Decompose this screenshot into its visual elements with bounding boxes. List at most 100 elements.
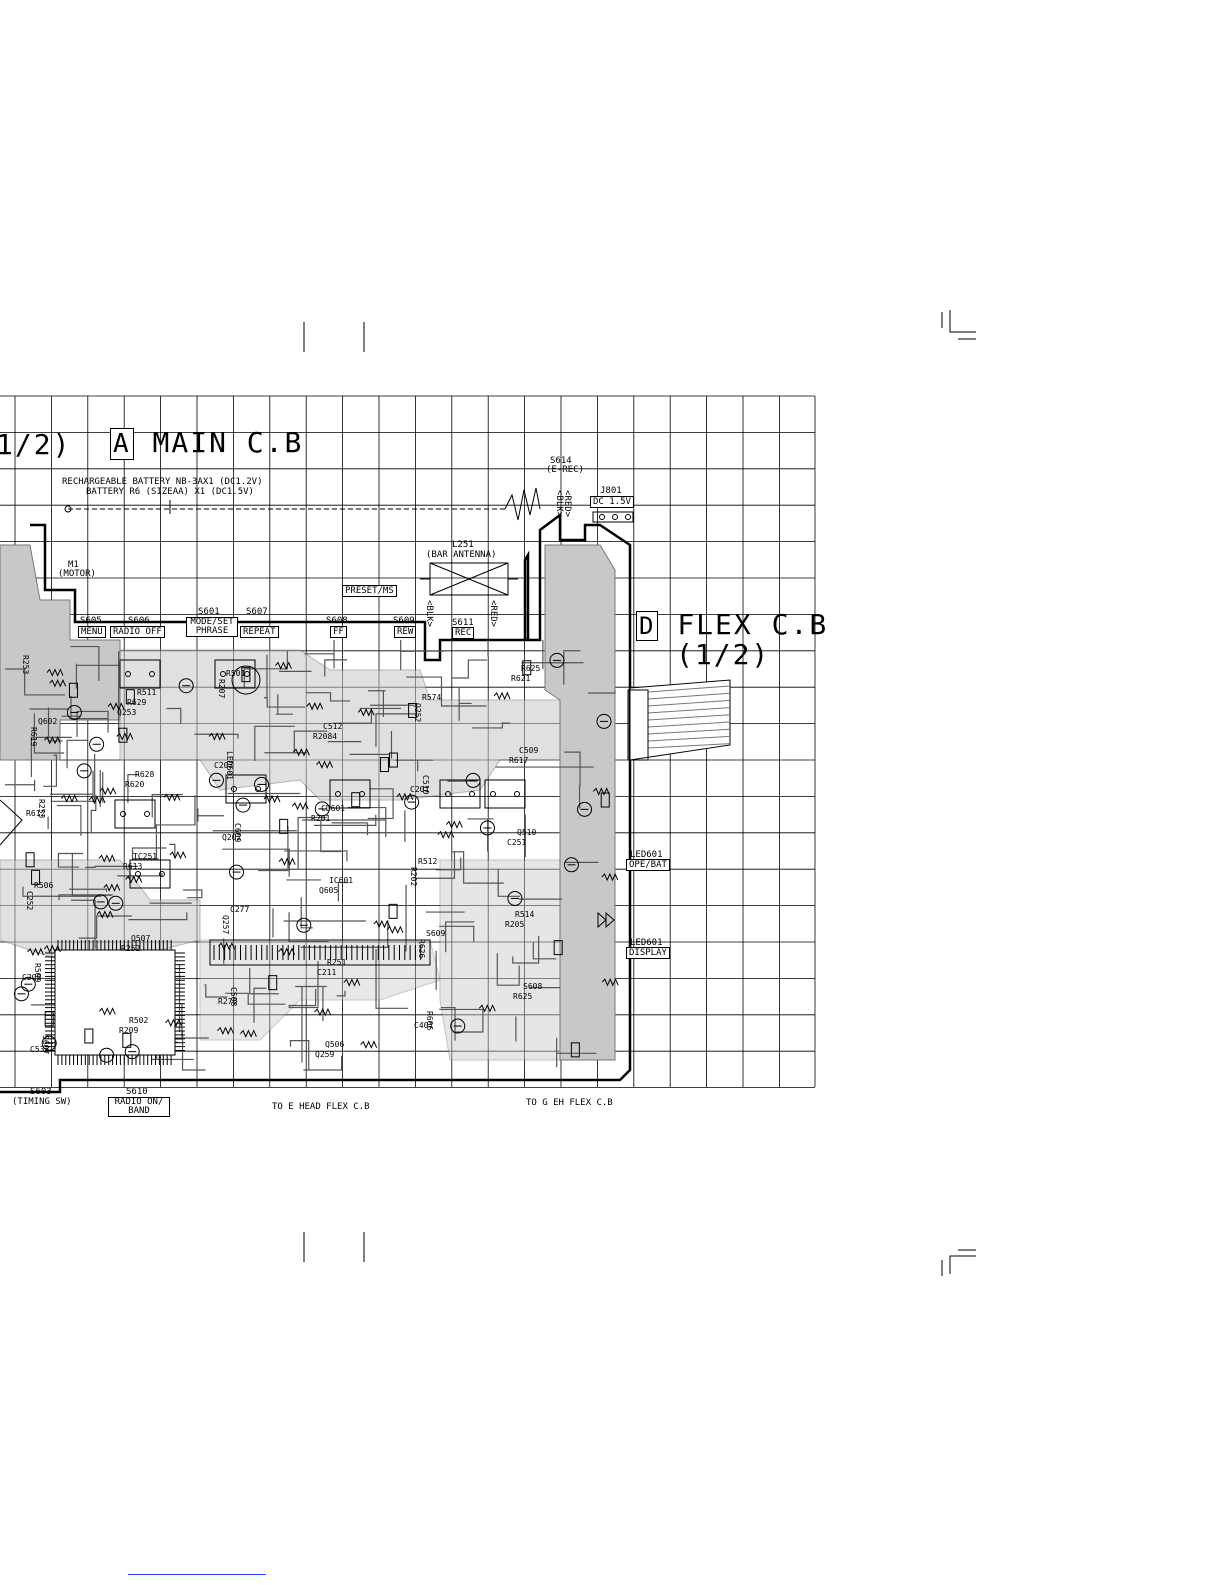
component-ref: C277 bbox=[230, 905, 250, 914]
main-board-part-partial: 1/2) bbox=[0, 428, 72, 461]
antenna-ref: L251 bbox=[452, 540, 474, 550]
component-ref: C512 bbox=[323, 722, 343, 731]
component-ref: R619 bbox=[29, 727, 38, 747]
switch-s601-ref: S601 bbox=[198, 607, 220, 617]
component-ref: R253 bbox=[21, 655, 30, 675]
switch-s611-label: REC bbox=[452, 627, 475, 639]
component-ref: Q506 bbox=[325, 1040, 345, 1049]
component-ref: R606 bbox=[425, 1011, 434, 1031]
component-ref: R626 bbox=[417, 939, 426, 959]
component-ref: S608 bbox=[523, 982, 543, 991]
component-ref: R511 bbox=[137, 688, 157, 697]
switch-s610-label: RADIO ON/ BAND bbox=[108, 1097, 170, 1117]
component-ref: TC251 bbox=[133, 852, 158, 861]
switch-s614-ref: S614 bbox=[550, 456, 572, 466]
component-ref: R621 bbox=[511, 674, 531, 683]
component-ref: R209 bbox=[119, 1026, 139, 1035]
switch-s610-ref: S610 bbox=[126, 1087, 148, 1097]
component-ref: Q507 bbox=[131, 934, 151, 943]
component-ref: R2084 bbox=[313, 732, 338, 741]
component-ref: C211 bbox=[317, 968, 337, 977]
bar-antenna bbox=[420, 562, 518, 596]
component-ref: Q605 bbox=[319, 886, 339, 895]
component-ref: R253 bbox=[37, 799, 46, 819]
switch-s605-label: MENU bbox=[78, 626, 106, 638]
main-board-name: MAIN C.B bbox=[152, 426, 304, 459]
flex-board-name: FLEX C.B bbox=[677, 608, 829, 641]
component-ref: R514 bbox=[515, 910, 535, 919]
antenna-label: (BAR ANTENNA) bbox=[426, 550, 497, 560]
component-ref: R205 bbox=[505, 920, 525, 929]
switch-s607-label: REPEAT bbox=[240, 626, 279, 638]
component-ref: R512 bbox=[418, 857, 438, 866]
component-ref: C510 bbox=[421, 775, 430, 795]
motor-label: (MOTOR) bbox=[58, 569, 96, 579]
component-ref: R617 bbox=[509, 756, 529, 765]
component-ref: Q510 bbox=[517, 828, 537, 837]
jack-label: DC 1.5V bbox=[590, 496, 634, 508]
component-ref: R629 bbox=[127, 698, 147, 707]
wire-tag-3: <RED> bbox=[562, 490, 572, 518]
component-ref: R625 bbox=[521, 664, 541, 673]
switch-s609-label: REW bbox=[394, 626, 417, 638]
component-ref: R252 bbox=[121, 944, 141, 953]
component-ref: LED601 bbox=[225, 751, 234, 780]
component-ref: S609 bbox=[426, 929, 446, 938]
main-board-title: A MAIN C.B bbox=[110, 426, 304, 460]
component-ref: C509 bbox=[519, 746, 539, 755]
switch-s606-ref: S606 bbox=[128, 616, 150, 626]
switch-s608-ref: S608 bbox=[326, 616, 348, 626]
component-ref: R207 bbox=[217, 679, 226, 699]
component-ref: C609 bbox=[233, 823, 242, 843]
led-2-label: DISPLAY bbox=[626, 947, 670, 959]
component-ref: R620 bbox=[125, 780, 145, 789]
component-ref: C533 bbox=[30, 1045, 50, 1054]
flex-cable bbox=[627, 679, 731, 761]
switch-s607-ref: S607 bbox=[246, 607, 268, 617]
component-ref: R628 bbox=[135, 770, 155, 779]
switch-s614-label: (E-REC) bbox=[546, 465, 584, 475]
connector-eh-flex: TO G EH FLEX C.B bbox=[526, 1098, 613, 1108]
component-ref: R501 bbox=[226, 669, 246, 678]
footer-link-underline[interactable] bbox=[128, 1574, 266, 1575]
component-ref: R201 bbox=[311, 814, 331, 823]
component-ref: Q202 bbox=[222, 833, 242, 842]
battery-line-1: RECHARGEABLE BATTERY NB-3AX1 (DC1.2V) bbox=[62, 477, 263, 487]
switch-s609-ref: S609 bbox=[393, 616, 415, 626]
switch-s605-ref: S605 bbox=[80, 616, 102, 626]
component-ref: IC601 bbox=[329, 876, 354, 885]
component-ref: R270 bbox=[218, 997, 238, 1006]
wire-tag-1: <BLK> bbox=[424, 600, 434, 628]
component-ref: Q252 bbox=[413, 703, 422, 723]
board-outline bbox=[0, 512, 632, 1094]
flex-board-letter: D bbox=[636, 611, 659, 641]
component-ref: C251 bbox=[507, 838, 527, 847]
battery-wiring bbox=[64, 487, 634, 523]
connector-head-flex: TO E HEAD FLEX C.B bbox=[272, 1102, 370, 1112]
led-1-label: OPE/BAT bbox=[626, 859, 670, 871]
preset-label: PRESET/MS bbox=[342, 585, 397, 597]
wire-tag-4: <BLK> bbox=[554, 490, 564, 518]
component-ref: C209 bbox=[22, 973, 42, 982]
switch-s608-label: FF bbox=[330, 626, 347, 638]
component-ref: S607 bbox=[41, 1035, 50, 1055]
component-ref: R506 bbox=[34, 881, 54, 890]
led-2-ref: LED601 bbox=[630, 938, 663, 948]
component-ref: R502 bbox=[129, 1016, 149, 1025]
component-ref: C252 bbox=[25, 891, 34, 911]
switch-s603-ref: S603 bbox=[30, 1087, 52, 1097]
component-ref: C508 bbox=[229, 987, 238, 1007]
component-ref: R202 bbox=[409, 867, 418, 887]
switch-s606-label: RADIO OFF bbox=[110, 626, 165, 638]
component-ref: C401 bbox=[414, 1021, 434, 1030]
motor-ref: M1 bbox=[68, 560, 79, 570]
flex-board-part: (1/2) bbox=[676, 638, 771, 671]
led-1-ref: LED601 bbox=[630, 850, 663, 860]
battery-line-2: BATTERY R6 (SIZEAA) X1 (DC1.5V) bbox=[86, 487, 254, 497]
component-symbols bbox=[13, 652, 619, 1063]
component-ref: Q253 bbox=[117, 708, 137, 717]
switch-s611-ref: S611 bbox=[452, 618, 474, 628]
ic-chips bbox=[45, 939, 431, 1065]
flex-board-title: D FLEX C.B bbox=[636, 610, 828, 641]
